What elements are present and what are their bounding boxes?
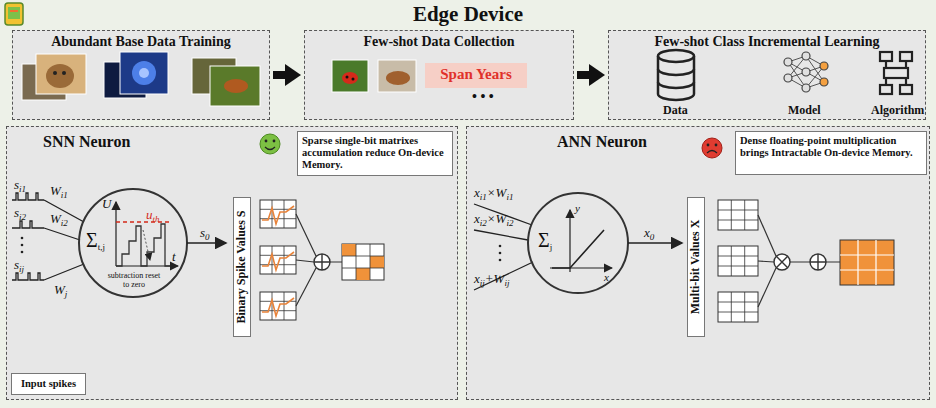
subscript: th	[153, 214, 160, 224]
highlight-box: Span Years	[425, 63, 527, 88]
math-label: Σj	[538, 230, 552, 252]
label-text: x	[474, 211, 480, 226]
subscript: i2	[480, 218, 487, 228]
node-text: SNN Neuron	[43, 133, 130, 151]
subscript: j	[550, 242, 553, 252]
label-text: ×W	[487, 185, 507, 200]
math-label: Wj	[54, 283, 67, 299]
math-label: uth	[146, 208, 160, 224]
label-text: u	[146, 207, 153, 222]
note-box: Input spikes	[11, 373, 86, 395]
label-text: y	[575, 202, 580, 214]
math-label: Σt,j	[86, 230, 105, 252]
flow-arrow	[577, 64, 605, 86]
subscript: ij	[504, 278, 509, 288]
subscript: ij	[19, 264, 24, 274]
label-text: x	[474, 185, 480, 200]
math-label: xi2×Wi2	[474, 212, 513, 228]
math-label: si1	[14, 178, 26, 194]
math-label: Wi1	[50, 184, 68, 200]
math-label: • • •	[472, 90, 494, 104]
label-text: x	[474, 271, 480, 286]
label-text: W	[54, 282, 65, 297]
math-label: si2	[14, 206, 26, 222]
math-label: xij+Wij	[474, 272, 509, 288]
node-text: ANN Neuron	[557, 133, 647, 151]
label-text: • • •	[472, 89, 494, 104]
math-label: U	[102, 197, 111, 210]
node-text: Input spikes	[12, 378, 85, 390]
node-text: Span Years	[425, 66, 527, 83]
subscript: 0	[650, 232, 655, 242]
label-text: s	[14, 177, 19, 192]
math-label: sij	[14, 258, 24, 274]
label-text: W	[50, 211, 61, 226]
subscript: ij	[480, 278, 485, 288]
label-text: Algorithm	[871, 103, 924, 117]
subscript: i1	[61, 190, 68, 200]
label-text: Data	[663, 103, 688, 117]
math-label: Data	[663, 104, 688, 116]
math-label: Algorithm	[871, 104, 924, 116]
label-text: +W	[485, 271, 505, 286]
label-text: x	[604, 271, 609, 283]
subscript: i2	[61, 218, 68, 228]
subscript: i1	[506, 192, 513, 202]
label-text: U	[102, 196, 111, 211]
label-text: W	[50, 183, 61, 198]
subscript: j	[65, 289, 68, 299]
subscript: i2	[506, 218, 513, 228]
dashed-panel: ANN Neuron Dense floating-point multiplic…	[466, 126, 930, 400]
subscript: i2	[19, 212, 26, 222]
dashed-panel: SNN Neuron Sparse single-bit matrixes acc…	[6, 126, 458, 400]
note-box: Sparse single-bit matrixes accumulation …	[297, 131, 453, 176]
vertical-box: Multi-bit Values X	[687, 197, 705, 337]
dashed-panel: Abundant Base Data Training	[12, 30, 270, 120]
label-text: Σ	[538, 229, 550, 251]
vertical-box: Binary Spike Values S	[233, 197, 251, 337]
label-text: s	[14, 205, 19, 220]
node-text: Few-shot Data Collection	[305, 34, 573, 50]
label-text: x	[644, 225, 650, 240]
math-label: subtraction reset to zero	[106, 271, 162, 289]
math-label: s0	[200, 226, 210, 242]
math-label: x	[604, 272, 609, 283]
label-text: ×W	[487, 211, 507, 226]
node-text: Binary Spike Values S	[235, 210, 249, 323]
label-text: s	[200, 225, 205, 240]
node-text: Abundant Base Data Training	[13, 34, 269, 50]
math-label: y	[575, 203, 580, 214]
node-text: Multi-bit Values X	[689, 220, 703, 315]
subscript: 0	[205, 232, 210, 242]
note-box: Dense floating-point multiplication brin…	[735, 131, 927, 175]
node-text: Few-shot Class Incremental Learning	[609, 34, 925, 50]
label-text: subtraction reset to zero	[108, 271, 161, 289]
diagram-title: Edge Device	[0, 2, 936, 27]
subscript: i1	[19, 184, 26, 194]
subscript: t,j	[98, 242, 105, 252]
math-label: t	[172, 250, 176, 263]
label-text: t	[172, 249, 176, 264]
flow-arrow	[273, 64, 301, 86]
label-text: Model	[788, 103, 821, 117]
dashed-panel: Few-shot Data CollectionSpan Years	[304, 30, 574, 120]
math-label: x0	[644, 226, 654, 242]
node-text: Dense floating-point multiplication brin…	[740, 135, 922, 159]
label-text: Σ	[86, 229, 98, 251]
math-label: Wi2	[50, 212, 68, 228]
math-label: Model	[788, 104, 821, 116]
math-label: xi1×Wi1	[474, 186, 513, 202]
node-text: Sparse single-bit matrixes accumulation …	[302, 135, 448, 171]
label-text: s	[14, 257, 19, 272]
subscript: i1	[480, 192, 487, 202]
